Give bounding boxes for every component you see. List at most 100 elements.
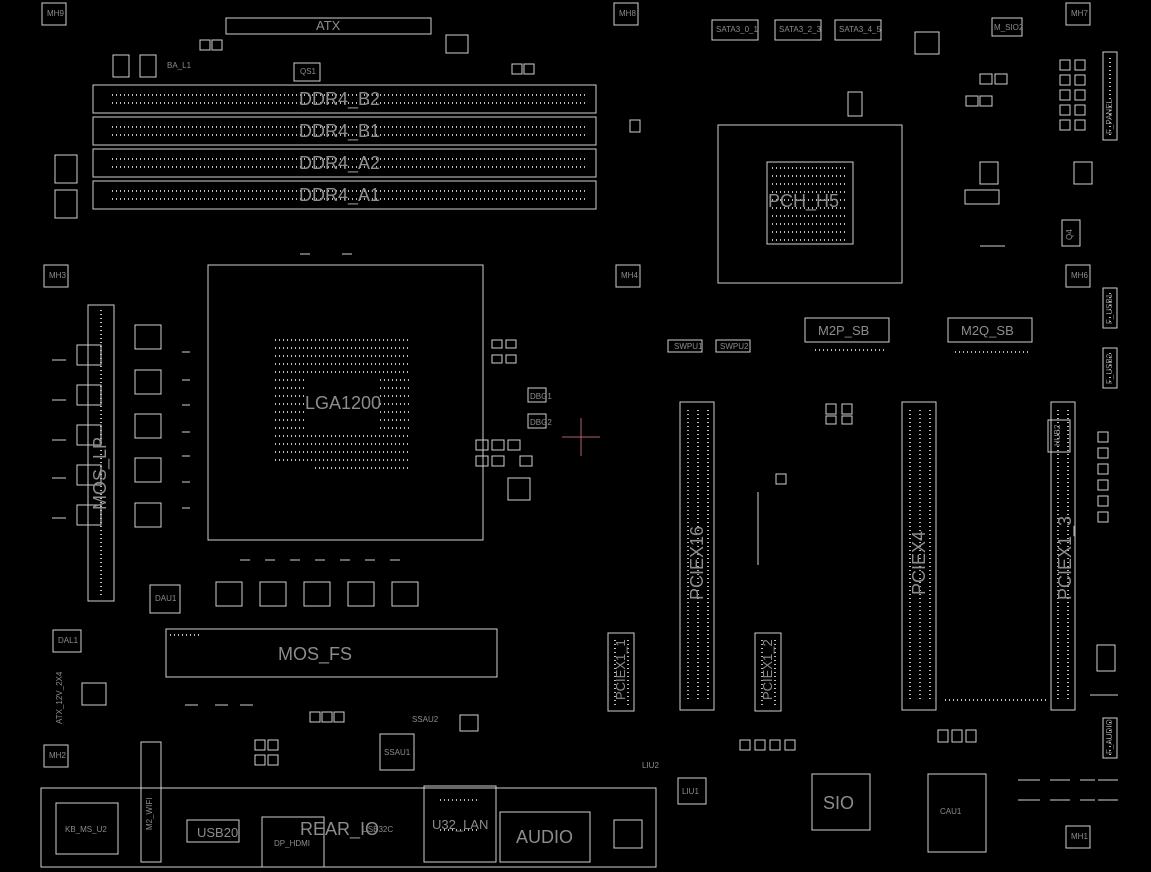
f-panel-label: F_PANEL xyxy=(1105,99,1114,134)
pciex1-3-label: PCIEX1_3 xyxy=(1055,515,1075,600)
atx-connector xyxy=(225,17,432,35)
pciex16-slot xyxy=(679,401,715,711)
u32lan-port xyxy=(423,785,497,863)
pciex1-2-slot xyxy=(754,632,782,712)
dbg1-label: DBG1 xyxy=(530,392,552,401)
pciex4-label: PCIEX4 xyxy=(909,530,929,595)
m2-wifi-label: M2_WIFI xyxy=(145,797,154,830)
mounting-hole-c xyxy=(615,264,641,288)
sata-connector-3 xyxy=(834,19,882,41)
u32lan-label: U32_LAN xyxy=(432,817,489,832)
swpu2-label: SWPU2 xyxy=(720,342,749,351)
liu1-chip xyxy=(677,777,707,805)
mounting-hole-r xyxy=(1065,264,1091,288)
ddr-slot-b1 xyxy=(92,116,597,146)
f-usb1-header xyxy=(1102,287,1118,329)
sata1-label: SATA3_0_1 xyxy=(716,25,758,34)
dp-hdmi-port xyxy=(261,816,325,868)
mh-r-label: MH6 xyxy=(1071,271,1088,280)
ddr-a1-label: DDR4_A1 xyxy=(299,185,381,205)
f-audio-label: F_AUDIO xyxy=(1105,719,1114,754)
mh-c-label: MH4 xyxy=(621,271,638,280)
mh-top-c-label: MH8 xyxy=(619,9,636,18)
mh-br-label: MH1 xyxy=(1071,832,1088,841)
ddr-slot-a1 xyxy=(92,180,597,210)
pch-package xyxy=(717,124,903,284)
mounting-hole-tl xyxy=(41,2,67,26)
dau1-label: DAU1 xyxy=(155,594,177,603)
q4-chip xyxy=(1061,219,1081,247)
mounting-hole-tr xyxy=(1065,2,1091,26)
f-usb1-label: F_USB1 xyxy=(1105,293,1114,324)
cpu-socket xyxy=(207,264,484,541)
m2p-label: M2P_SB xyxy=(818,323,870,338)
ddr-slot-b2 xyxy=(92,84,597,114)
m2p-slot xyxy=(804,317,890,343)
pciex4-slot xyxy=(901,401,937,711)
pciex1-3-slot xyxy=(1050,401,1076,711)
sata2-label: SATA3_2_3 xyxy=(779,25,821,34)
usb32c-label: USB32C xyxy=(362,825,394,834)
pch-die xyxy=(766,161,854,245)
mh-ml-label: MH3 xyxy=(49,271,66,280)
kb-ms-label: KB_MS_U2 xyxy=(65,825,107,834)
mh-tr-label: MH7 xyxy=(1071,9,1088,18)
ddr-b1-label: DDR4_B1 xyxy=(299,121,381,141)
pciex1-1-label: PCIEX1_1 xyxy=(613,639,628,700)
mounting-hole-bl xyxy=(43,744,69,768)
sata-connector-2 xyxy=(774,19,822,41)
pch-label: PCH_H5 xyxy=(768,191,840,211)
ddr-slot-a2 xyxy=(92,148,597,178)
ddr-a2-label: DDR4_A2 xyxy=(299,153,381,173)
q4-label: Q4 xyxy=(1065,229,1074,240)
cau1-chip xyxy=(927,773,987,853)
f-usb2-header xyxy=(1102,347,1118,389)
mounting-hole-br xyxy=(1065,825,1091,849)
swpu1-chip xyxy=(667,339,703,353)
sio-label: SIO xyxy=(823,793,855,813)
mos-left-area xyxy=(87,304,115,602)
pciex1-1-slot xyxy=(607,632,635,712)
m2-wifi-slot xyxy=(140,741,162,863)
mos-left-label: MOS_LP xyxy=(90,436,110,510)
atx-12v-label: ATX_12V_2X4 xyxy=(55,671,64,724)
swpu1-label: SWPU1 xyxy=(674,342,703,351)
cpu-socket-label: LGA1200 xyxy=(305,393,382,413)
sata3-label: SATA3_4_5 xyxy=(839,25,881,34)
m2q-slot xyxy=(947,317,1033,343)
mounting-hole-tc xyxy=(613,2,639,26)
audio-port xyxy=(499,811,591,863)
liu2-label: LIU2 xyxy=(642,761,659,770)
sata-connector-1 xyxy=(711,19,759,41)
rear-io-area xyxy=(40,787,657,868)
atx-label: ATX xyxy=(316,18,341,33)
mos-fs-label: MOS_FS xyxy=(278,644,353,664)
ddr-b2-label: DDR4_B2 xyxy=(299,89,381,109)
liu1-label: LIU1 xyxy=(682,787,699,796)
pciex16-label: PCIEX16 xyxy=(687,525,707,600)
dp-hdmi-label: DP_HDMI xyxy=(274,839,311,848)
f-usb2-label: F_USB2 xyxy=(1105,353,1114,384)
m-sio2-label: M_SIO2 xyxy=(994,23,1024,32)
dal1-label: DAL1 xyxy=(58,636,79,645)
ssau2-label: SSAU2 xyxy=(412,715,439,724)
ssau1-label: SSAU1 xyxy=(384,748,411,757)
crosshair-cursor xyxy=(562,418,600,456)
audio-label: AUDIO xyxy=(516,827,574,847)
kb-ms-port xyxy=(55,802,119,855)
ba-l1-label: BA_L1 xyxy=(167,61,192,70)
ssau1-chip xyxy=(379,733,415,771)
mos-fs-area xyxy=(165,628,498,678)
dau1-chip xyxy=(149,584,181,614)
swpu2-chip xyxy=(715,339,751,353)
f-audio-header xyxy=(1102,717,1118,759)
m2q-label: M2Q_SB xyxy=(961,323,1014,338)
f-panel-header xyxy=(1102,51,1118,141)
mh-tl-label: MH9 xyxy=(47,9,64,18)
mh-bl-label: MH2 xyxy=(49,751,66,760)
qs1-chip xyxy=(293,62,321,82)
mounting-hole-ml xyxy=(43,264,69,288)
dbg2-label: DBG2 xyxy=(530,418,552,427)
qs1-label: QS1 xyxy=(300,67,317,76)
cau1-label: CAU1 xyxy=(940,807,962,816)
